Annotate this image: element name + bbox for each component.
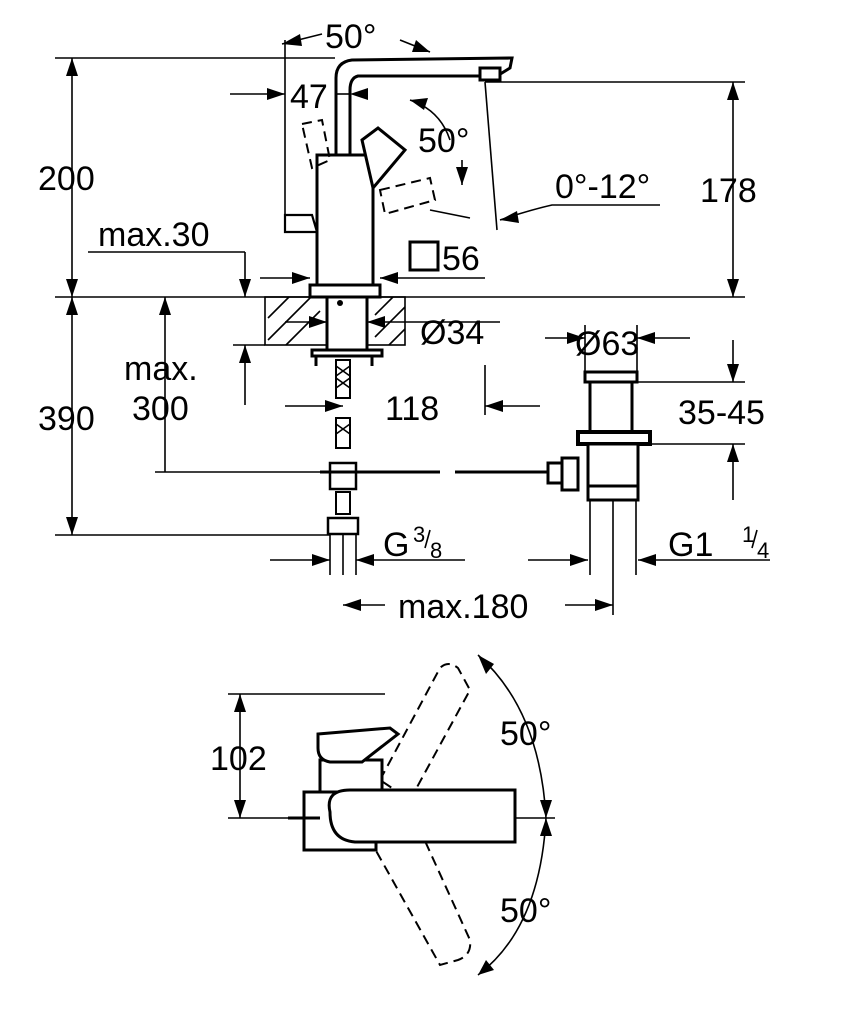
svg-text:4: 4	[757, 538, 769, 563]
label-g38: G 3 8	[383, 522, 442, 564]
svg-text:8: 8	[430, 538, 442, 563]
waste-fitting	[576, 370, 652, 575]
label-390: 390	[38, 400, 95, 438]
lever-tilt-dashed	[378, 176, 437, 216]
spout-swivel-down	[368, 828, 472, 967]
label-102: 102	[210, 740, 267, 778]
spout-swivel-up	[378, 663, 472, 802]
arc-top	[477, 654, 547, 819]
label-tilt-range: 0°-12°	[555, 168, 650, 206]
side-view: 50° 47 50° 0°-12° 200 178 max.30 56 Ø34 …	[38, 18, 770, 626]
dimension-lines	[55, 33, 770, 615]
label-200: 200	[38, 160, 95, 198]
svg-text:1: 1	[742, 522, 754, 547]
faucet-base	[308, 283, 382, 299]
square-symbol	[408, 240, 440, 272]
label-top-50: 50°	[500, 715, 551, 753]
label-d34: Ø34	[420, 314, 484, 352]
label-35-45: 35-45	[678, 394, 765, 432]
popup-rod	[283, 213, 319, 234]
shank	[325, 295, 369, 354]
label-d63: Ø63	[575, 325, 639, 363]
top-spout	[327, 788, 517, 844]
faucet-body	[315, 153, 375, 292]
arc-bottom	[477, 817, 547, 976]
label-178: 178	[700, 172, 757, 210]
label-max180: max.180	[398, 588, 528, 626]
aerator	[478, 66, 502, 82]
fixing-nut	[310, 348, 384, 358]
label-max: max.	[124, 350, 198, 388]
svg-text:3: 3	[413, 522, 425, 547]
lever-closed	[360, 126, 408, 192]
label-47: 47	[290, 78, 328, 116]
top-view: 102 50° 50°	[210, 654, 555, 976]
flex-hose	[326, 359, 360, 575]
top-lever	[316, 726, 401, 764]
label-bottom-50: 50°	[500, 892, 551, 930]
label-56: 56	[442, 240, 480, 278]
svg-text:G1: G1	[668, 526, 713, 564]
label-118: 118	[385, 390, 439, 428]
label-swivel-50: 50°	[325, 18, 376, 56]
label-300: 300	[132, 390, 189, 428]
label-g114: G1 1 4	[668, 522, 769, 564]
label-lever-50: 50°	[418, 122, 469, 160]
label-max30: max.30	[98, 216, 210, 254]
svg-text:G: G	[383, 526, 409, 564]
